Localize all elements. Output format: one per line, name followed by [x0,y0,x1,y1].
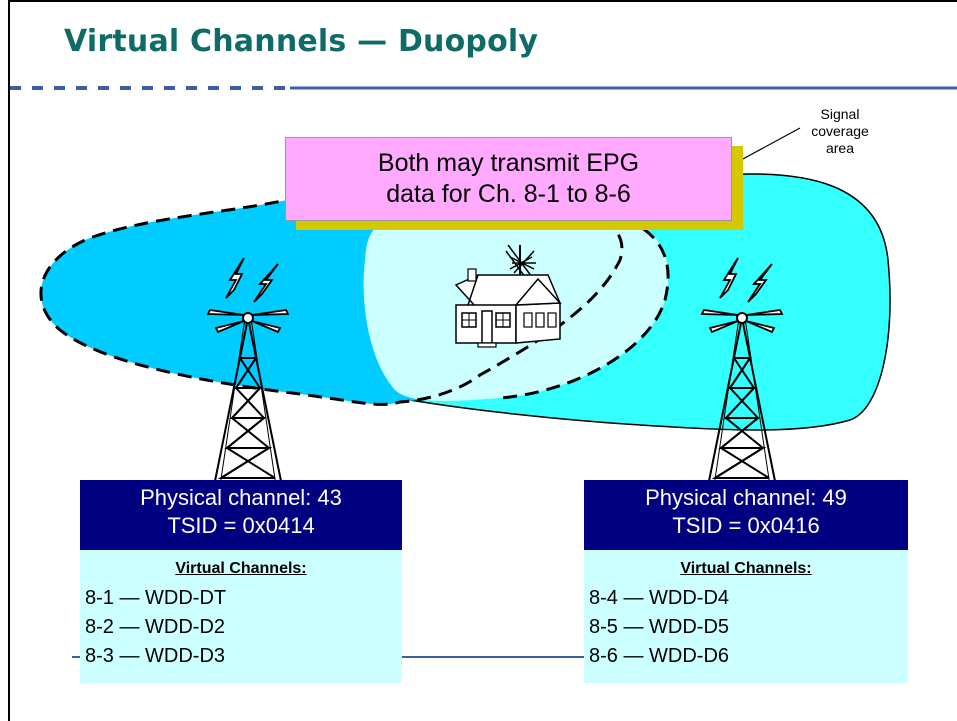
left-virtual-channels-box: Virtual Channels: 8-1 — WDD-DT 8-2 — WDD… [80,550,402,683]
left-tower-icon [206,257,290,487]
right-virtual-channels-box: Virtual Channels: 8-4 — WDD-D4 8-5 — WDD… [584,550,908,683]
left-physical-channel: Physical channel: 43 [140,485,342,510]
coverage-area-label: Signal coverage area [790,106,890,157]
overlap-dashed-arc [499,202,670,400]
slide-title: Virtual Channels — Duopoly [64,24,539,59]
slide-frame-left [8,0,10,721]
house-icon [454,244,562,348]
right-virtual-channels-header: Virtual Channels: [680,560,812,577]
left-virtual-channel-item: 8-2 — WDD-D2 [85,616,226,638]
coverage-label-line2: coverage [811,123,869,139]
left-physical-channel-box: Physical channel: 43 TSID = 0x0414 [80,480,402,550]
left-coverage-outline [39,195,624,406]
left-virtual-channel-item: 8-1 — WDD-DT [85,587,227,609]
right-physical-channel: Physical channel: 49 [645,485,847,510]
right-tsid: TSID = 0x0416 [672,513,820,538]
right-virtual-channel-item: 8-4 — WDD-D4 [589,587,730,609]
right-virtual-channel-item: 8-6 — WDD-D6 [589,645,730,667]
coverage-label-line1: Signal [820,106,860,122]
epg-line2: data for Ch. 8-1 to 8-6 [386,180,631,208]
epg-line1: Both may transmit EPG [377,149,640,177]
slide-frame-top [8,0,957,2]
right-tower-icon [700,257,784,487]
epg-callout: Both may transmit EPG data for Ch. 8-1 t… [285,137,732,221]
right-virtual-channel-item: 8-5 — WDD-D5 [589,616,730,638]
left-tsid: TSID = 0x0414 [167,513,315,538]
right-physical-channel-box: Physical channel: 49 TSID = 0x0416 [584,480,908,550]
left-virtual-channels-header: Virtual Channels: [175,560,307,577]
left-virtual-channel-item: 8-3 — WDD-D3 [85,645,226,667]
coverage-label-line3: area [825,140,855,156]
